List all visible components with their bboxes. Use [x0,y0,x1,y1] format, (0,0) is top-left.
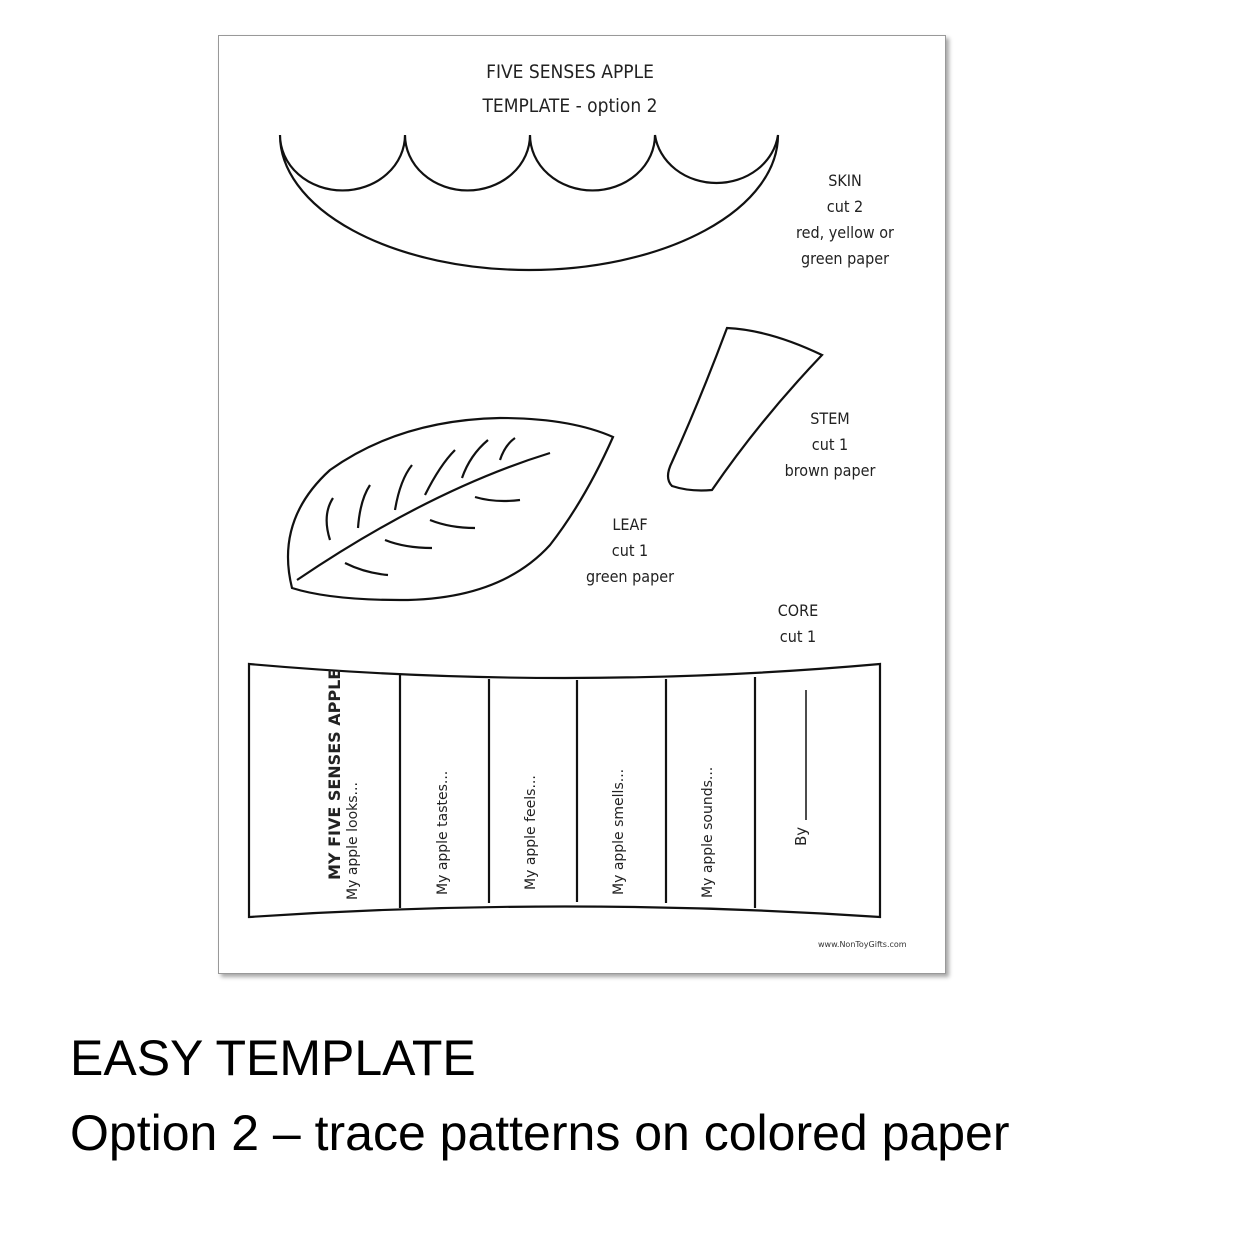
leaf-label: LEAF cut 1 green paper [560,512,700,590]
core-panel-smells: My apple smells... [611,768,627,895]
core-panel-feels: My apple feels... [523,775,539,890]
skin-paper-1: red, yellow or [796,223,894,242]
website-url: www.NonToyGifts.com [818,940,907,949]
core-label: CORE cut 1 [728,598,868,650]
stem-name: STEM [810,409,850,428]
core-panel-looks: My apple looks... [345,782,361,900]
caption-title: EASY TEMPLATE [70,1030,476,1086]
title-line1: FIVE SENSES APPLE [486,61,654,83]
core-cut: cut 1 [779,627,817,646]
core-panel-sounds: My apple sounds... [700,766,716,898]
core-panel-tastes: My apple tastes... [435,770,451,895]
core-shape [247,662,882,919]
skin-cut: cut 2 [826,197,864,216]
skin-shape [278,134,780,272]
title-line2: TEMPLATE - option 2 [482,95,658,117]
leaf-shape [286,416,615,602]
leaf-paper: green paper [586,567,674,586]
skin-name: SKIN [828,171,862,190]
core-panel-by: By [792,826,810,846]
stem-label: STEM cut 1 brown paper [760,406,900,484]
template-shapes [247,134,882,919]
stem-shape [666,326,824,492]
template-sheet [218,35,946,974]
leaf-cut: cut 1 [611,541,649,560]
skin-paper-2: green paper [801,249,889,268]
leaf-name: LEAF [612,515,648,534]
caption-subtitle: Option 2 – trace patterns on colored pap… [70,1105,1010,1161]
stem-cut: cut 1 [811,435,849,454]
stem-paper: brown paper [784,461,876,480]
core-heading: MY FIVE SENSES APPLE [325,668,344,880]
core-name: CORE [777,601,819,620]
skin-label: SKIN cut 2 red, yellow or green paper [775,168,915,272]
leaf-vein [296,437,551,581]
